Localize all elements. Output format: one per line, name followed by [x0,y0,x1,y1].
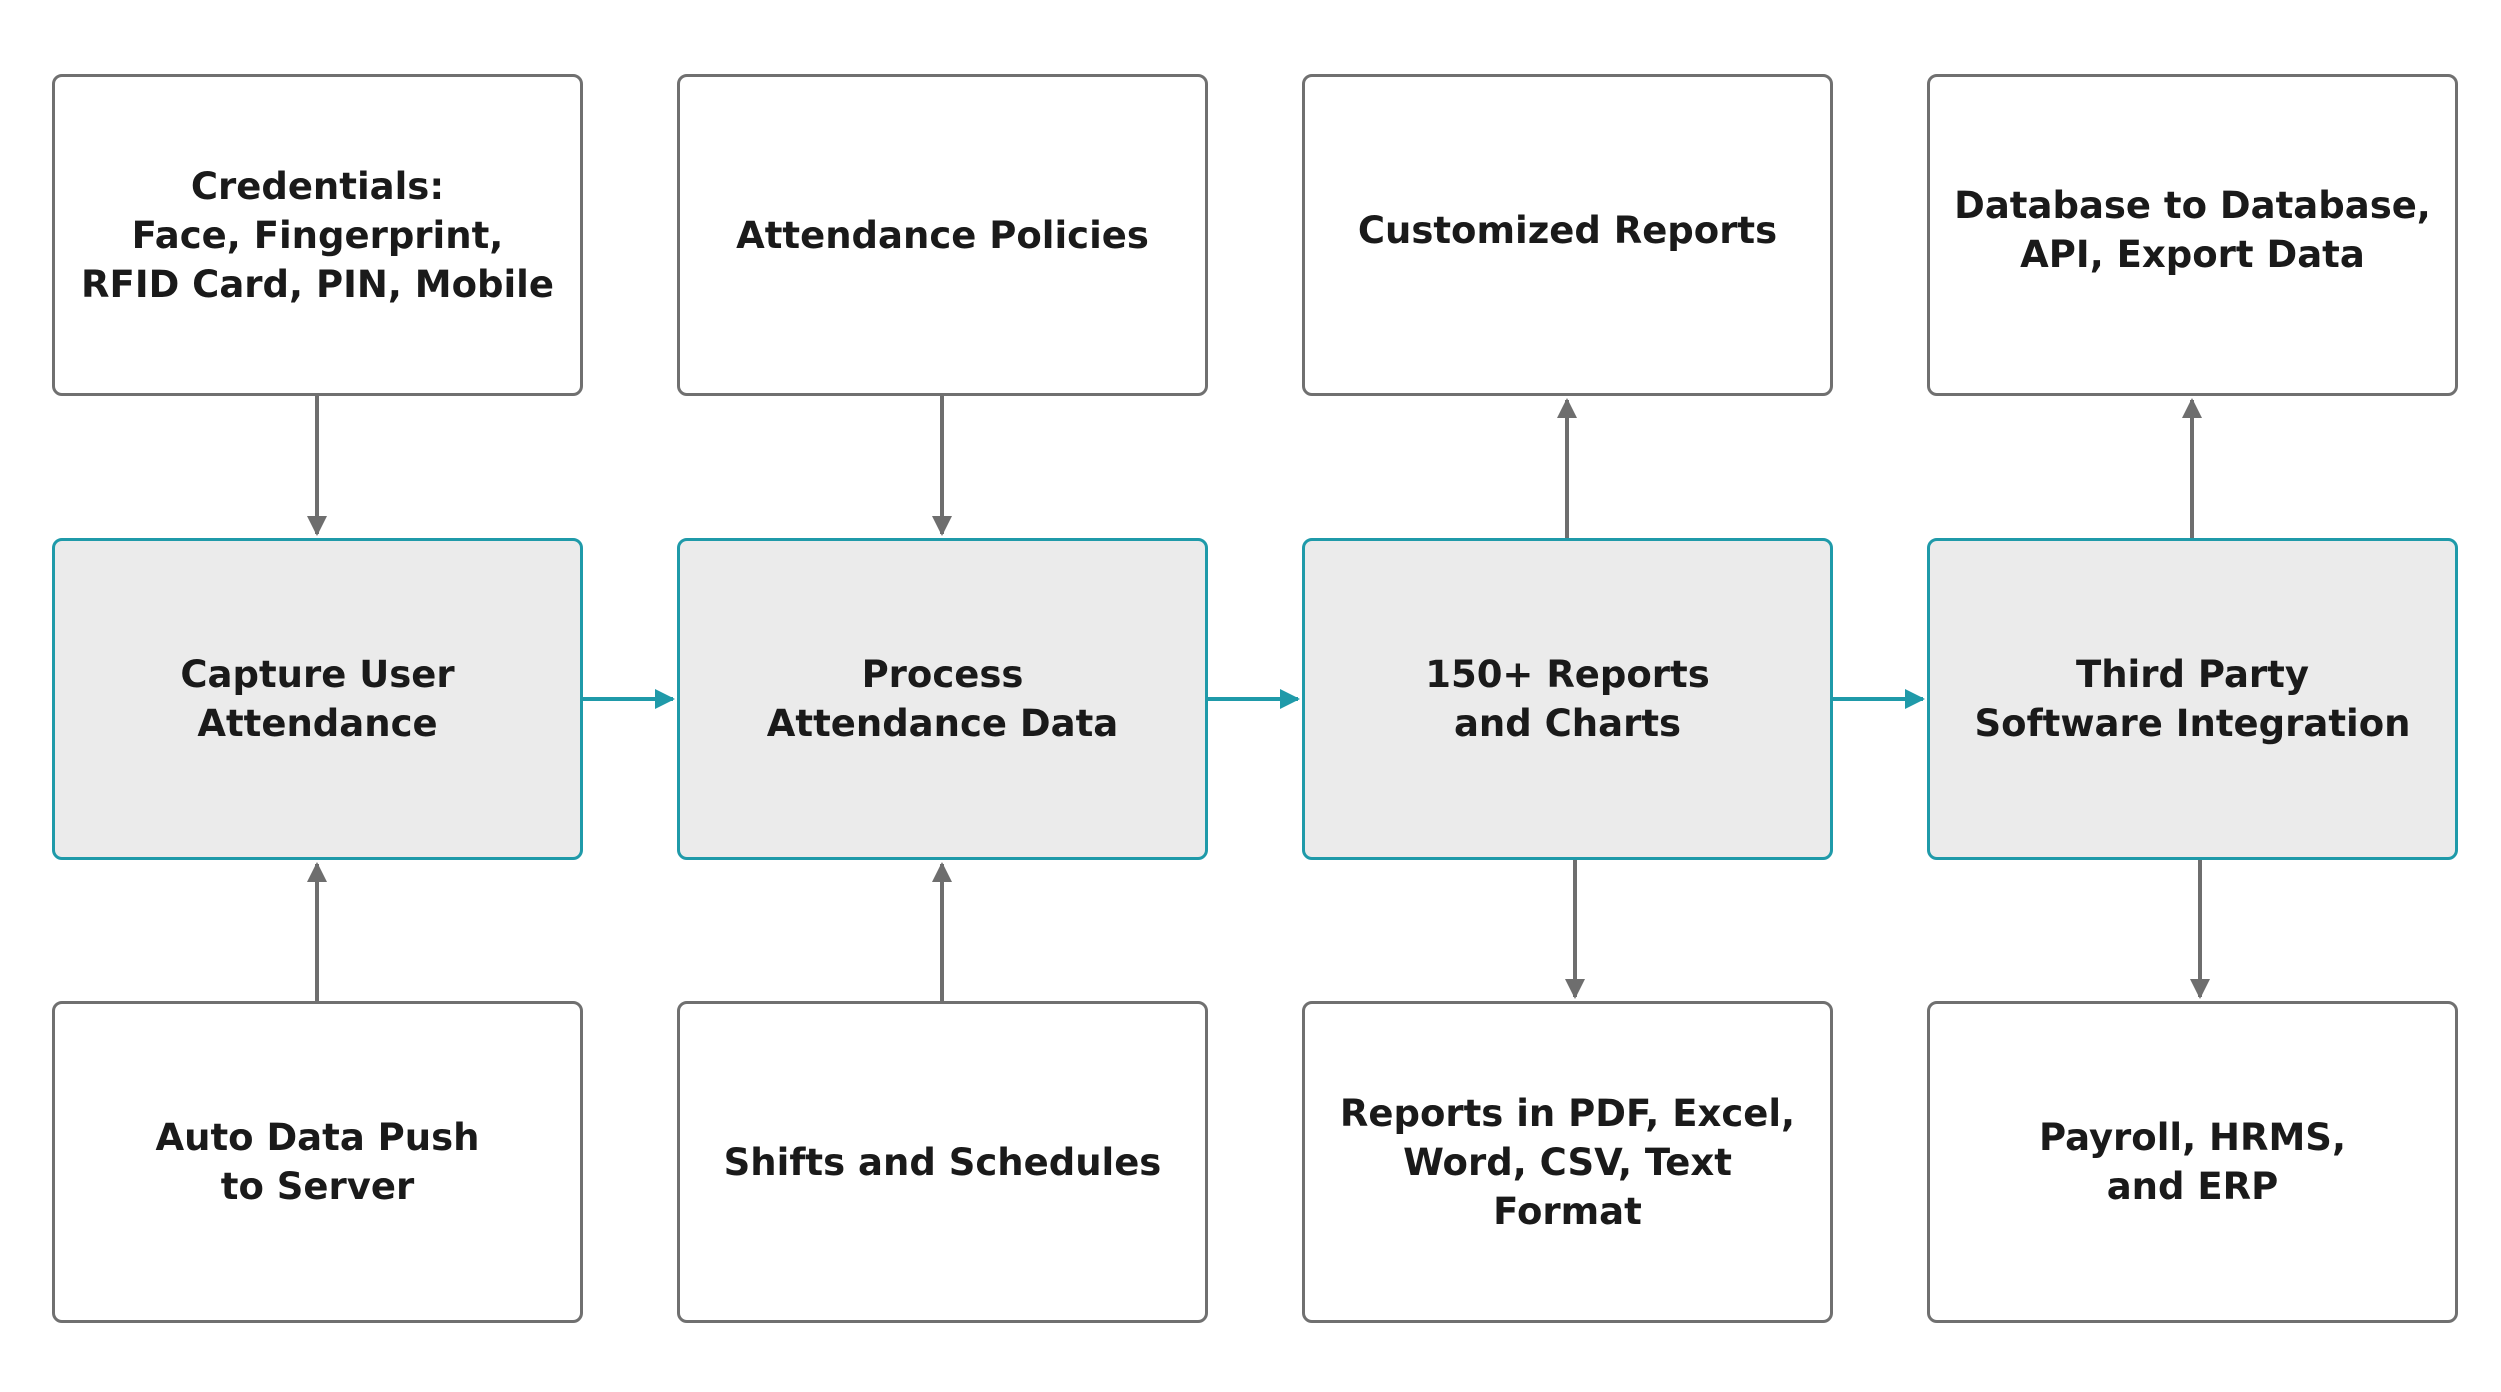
credentials-box: Credentials: Face, Fingerprint, RFID Car… [52,74,583,396]
shifts-schedules-label: Shifts and Schedules [723,1140,1162,1184]
process-attendance-label: Process Attendance Data [766,653,1119,745]
database-export-box: Database to Database, API, Export Data [1927,74,2458,396]
capture-attendance-label: Capture User Attendance [180,653,455,745]
report-formats-box: Reports in PDF, Excel, Word, CSV, Text F… [1302,1001,1833,1323]
attendance-policies-label: Attendance Policies [736,213,1149,257]
customized-reports-box: Customized Reports [1302,74,1833,396]
credentials-label: Credentials: Face, Fingerprint, RFID Car… [81,164,554,306]
payroll-hrms-erp-label: Payroll, HRMS, and ERP [2038,1116,2347,1208]
auto-data-push-box: Auto Data Push to Server [52,1001,583,1323]
customized-reports-label: Customized Reports [1357,208,1778,252]
attendance-policies-box: Attendance Policies [677,74,1208,396]
process-attendance-box: Process Attendance Data [677,538,1208,860]
reports-charts-box: 150+ Reports and Charts [1302,538,1833,860]
shifts-schedules-box: Shifts and Schedules [677,1001,1208,1323]
reports-charts-label: 150+ Reports and Charts [1425,653,1710,745]
third-party-integration-label: Third Party Software Integration [1974,653,2411,745]
payroll-hrms-erp-box: Payroll, HRMS, and ERP [1927,1001,2458,1323]
database-export-label: Database to Database, API, Export Data [1954,184,2431,276]
third-party-integration-box: Third Party Software Integration [1927,538,2458,860]
report-formats-label: Reports in PDF, Excel, Word, CSV, Text F… [1339,1091,1796,1233]
auto-data-push-label: Auto Data Push to Server [155,1116,480,1208]
capture-attendance-box: Capture User Attendance [52,538,583,860]
